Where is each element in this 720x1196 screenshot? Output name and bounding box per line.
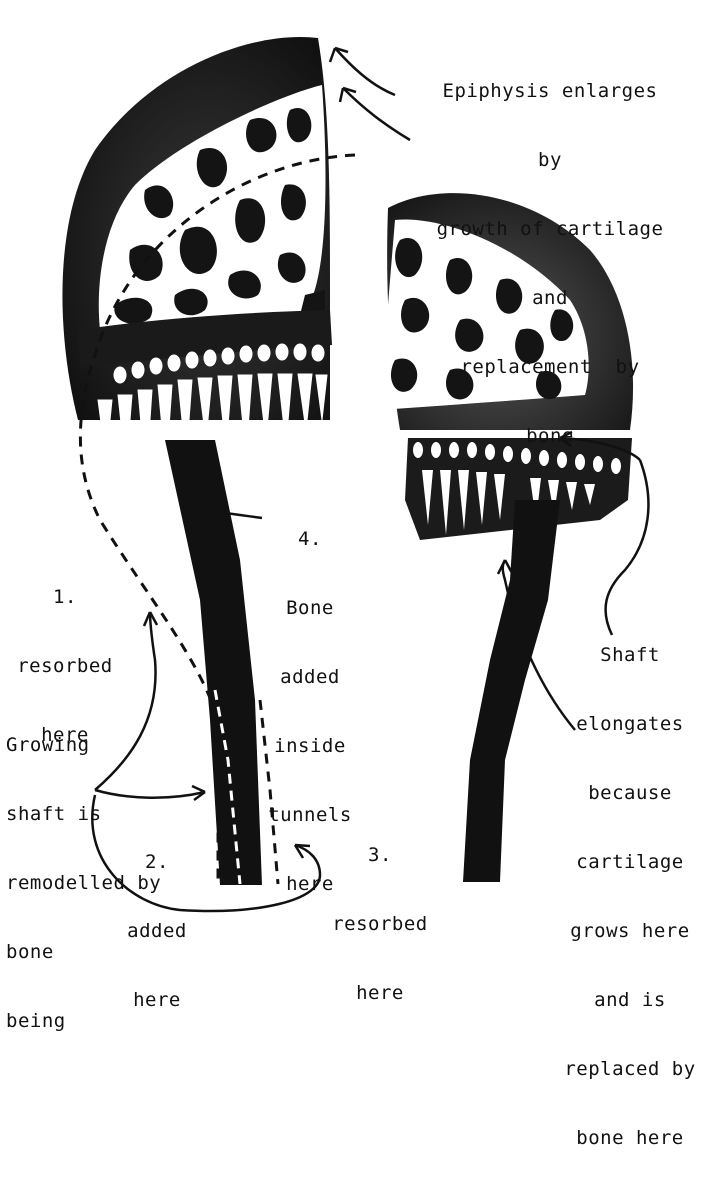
label-line: by	[400, 149, 700, 172]
label-line: resorbed	[305, 913, 455, 936]
label-line: cartilage	[545, 851, 715, 874]
label-line: elongates	[545, 713, 715, 736]
label-line: growth of cartilage	[400, 218, 700, 241]
label-line: grows here	[545, 920, 715, 943]
label-line: added	[112, 920, 202, 943]
arrow-head	[498, 560, 512, 574]
label-line: 4.	[250, 528, 370, 551]
label-line: replacement by	[400, 356, 700, 379]
label-added-2: 2. added here	[112, 805, 202, 1058]
arrow-head	[340, 88, 356, 102]
bone-growth-diagram: Epiphysis enlarges by growth of cartilag…	[0, 0, 720, 954]
label-line: Epiphysis enlarges	[400, 80, 700, 103]
label-line: Bone	[250, 597, 370, 620]
label-line: Growing	[6, 734, 206, 757]
label-line: and	[400, 287, 700, 310]
label-line: 1.	[0, 586, 130, 609]
label-line: bone here	[545, 1127, 715, 1150]
label-line: because	[545, 782, 715, 805]
label-line: and is	[545, 989, 715, 1012]
label-line: added	[250, 666, 370, 689]
label-line: inside	[250, 735, 370, 758]
label-line: replaced by	[545, 1058, 715, 1081]
label-line: here	[305, 982, 455, 1005]
label-line: 2.	[112, 851, 202, 874]
label-line: Shaft	[545, 644, 715, 667]
label-line: 3.	[305, 844, 455, 867]
label-line: here	[112, 989, 202, 1012]
label-line: resorbed	[0, 655, 130, 678]
label-resorbed-3: 3. resorbed here	[305, 798, 455, 1051]
label-line: bone	[400, 425, 700, 448]
label-shaft-elongates: Shaft elongates because cartilage grows …	[545, 598, 715, 1196]
label-epiphysis: Epiphysis enlarges by growth of cartilag…	[400, 34, 700, 494]
